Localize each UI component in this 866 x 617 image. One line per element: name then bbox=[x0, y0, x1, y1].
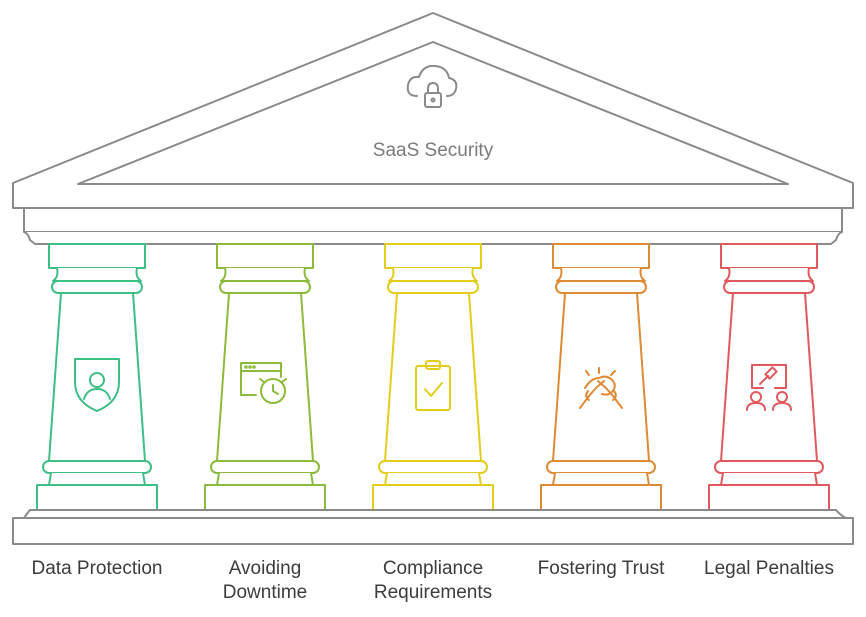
diagram-title: SaaS Security bbox=[373, 140, 494, 161]
pillar-label-line: Data Protection bbox=[31, 558, 163, 579]
pillar-2 bbox=[204, 243, 326, 511]
pillar-label-line: Legal Penalties bbox=[704, 558, 834, 579]
pillar-label-1: Data Protection bbox=[17, 557, 177, 581]
pillars bbox=[36, 243, 830, 511]
pillar-label-line: Compliance bbox=[382, 558, 484, 579]
shield-user-icon bbox=[74, 358, 120, 412]
browser-clock-icon bbox=[240, 362, 287, 404]
cloud-lock-icon bbox=[406, 64, 458, 108]
pillar-label-line: Downtime bbox=[222, 582, 308, 603]
pillar-5 bbox=[708, 243, 830, 511]
pillar-3 bbox=[372, 243, 494, 511]
gavel-people-icon bbox=[746, 364, 792, 411]
roof bbox=[12, 12, 854, 209]
entablature bbox=[23, 207, 843, 245]
clipboard-check-icon bbox=[415, 360, 451, 411]
pillar-label-line: Fostering Trust bbox=[537, 558, 665, 579]
temple-base bbox=[12, 509, 854, 545]
pillar-label-line: Avoiding bbox=[228, 558, 302, 579]
pillar-label-5: Legal Penalties bbox=[689, 557, 849, 581]
pillar-label-4: Fostering Trust bbox=[521, 557, 681, 581]
pillar-1 bbox=[36, 243, 158, 511]
pillar-label-line: Requirements bbox=[373, 582, 493, 603]
handshake-icon bbox=[579, 367, 623, 409]
pillar-4 bbox=[540, 243, 662, 511]
